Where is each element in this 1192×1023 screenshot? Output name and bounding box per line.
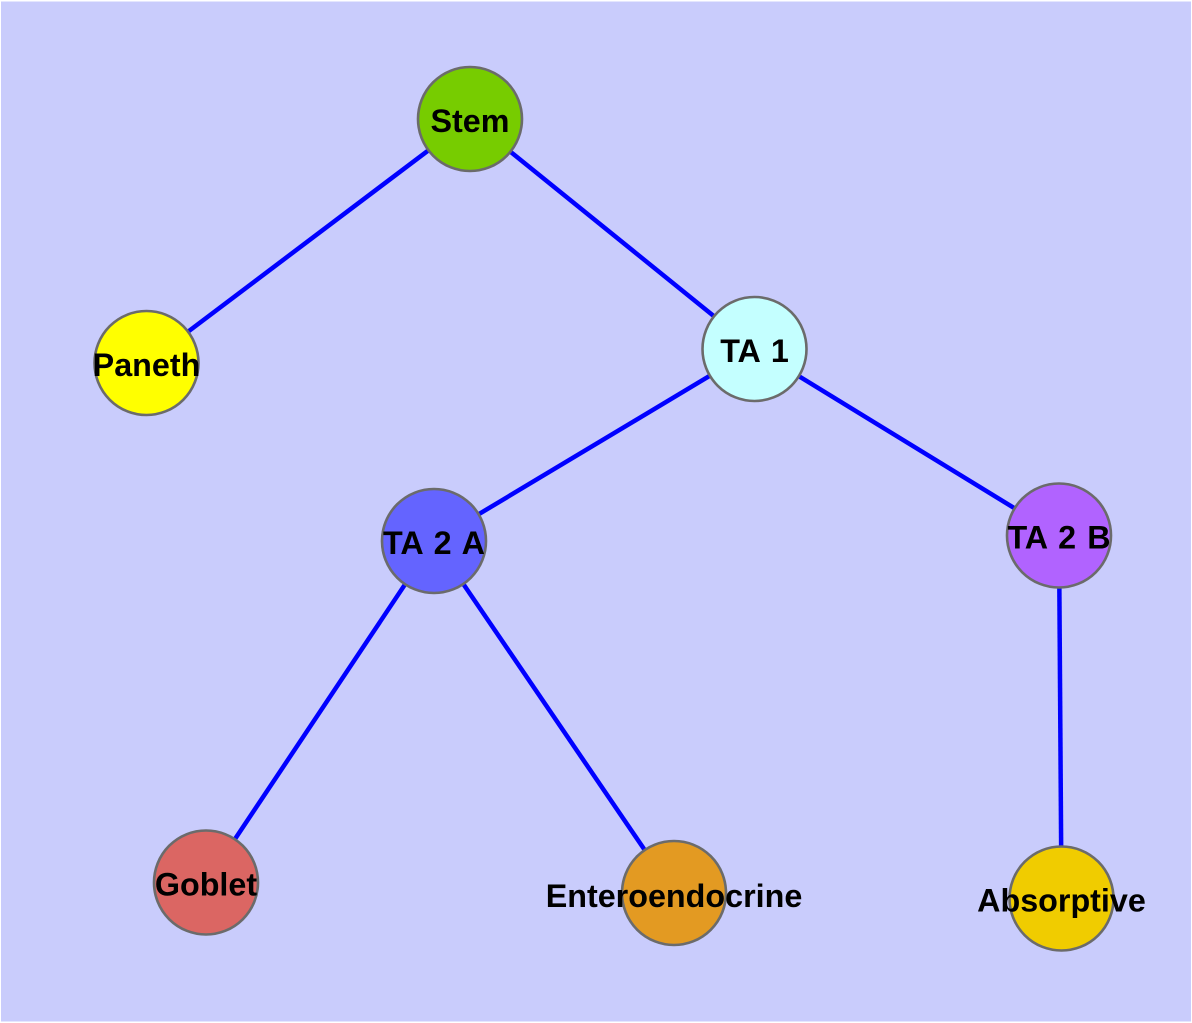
svg-text:Goblet: Goblet bbox=[155, 867, 258, 903]
svg-text:Absorptive: Absorptive bbox=[977, 883, 1146, 919]
svg-text:TA 2 B: TA 2 B bbox=[1007, 520, 1110, 556]
svg-text:Enteroendocrine: Enteroendocrine bbox=[546, 878, 803, 914]
svg-text:TA 2 A: TA 2 A bbox=[383, 525, 485, 561]
svg-text:TA 1: TA 1 bbox=[720, 333, 789, 369]
svg-text:Stem: Stem bbox=[431, 103, 510, 139]
svg-text:Paneth: Paneth bbox=[93, 347, 201, 383]
